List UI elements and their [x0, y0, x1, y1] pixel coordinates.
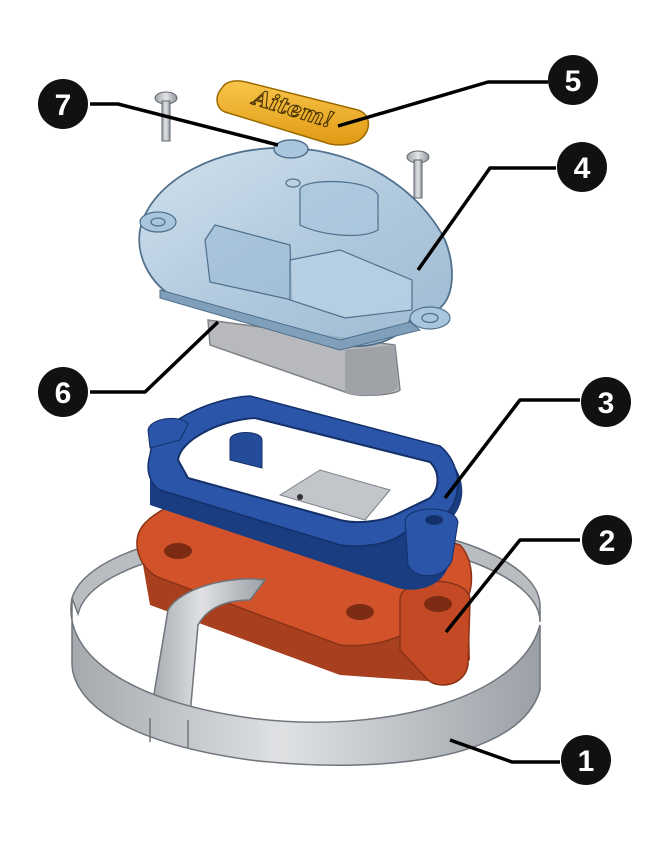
leader-lines [90, 80, 580, 764]
frame-pin [297, 494, 303, 500]
transparent-cover [138, 146, 453, 351]
leader-6 [90, 320, 220, 394]
cover-inner-box-right [289, 249, 413, 319]
cover-lug-left [139, 211, 177, 233]
module-side [345, 345, 398, 396]
button-cap [273, 139, 309, 159]
cover-lug-right-hole [421, 312, 439, 324]
button-cap-shape [273, 139, 309, 159]
frame-window-plate [278, 469, 391, 521]
screw-right [406, 150, 430, 199]
leader-7 [90, 102, 279, 147]
cover-top-box [299, 180, 379, 237]
callout-5: 5 [548, 55, 598, 105]
callout-7-label: 7 [55, 89, 72, 122]
screw-left [154, 91, 178, 142]
electronics-module [207, 319, 401, 397]
frame-hole-right [425, 515, 443, 525]
leader-1 [449, 738, 560, 764]
callout-3-circle [581, 377, 631, 427]
callout-4: 4 [557, 142, 607, 192]
callout-1: 1 [561, 735, 611, 785]
callout-3: 3 [581, 377, 631, 427]
cover-rim [159, 289, 422, 351]
callout-1-circle [561, 735, 611, 785]
callout-2-label: 2 [599, 525, 616, 558]
callout-4-circle [557, 142, 607, 192]
frame-post [229, 432, 263, 469]
screw-left-shank [161, 100, 171, 142]
frame [147, 395, 463, 590]
frame-lug-right [404, 508, 459, 577]
leader-4 [416, 166, 556, 272]
cover-hole-top [285, 178, 301, 188]
screw-right-shank [413, 159, 423, 199]
callout-7: 7 [38, 79, 88, 129]
callout-2-circle [582, 515, 632, 565]
leader-3 [443, 398, 580, 500]
callout-5-circle [548, 55, 598, 105]
callout-6: 6 [38, 367, 88, 417]
cover-shell [138, 146, 453, 348]
cover-lug-right [409, 306, 451, 330]
base-hole-right-2 [424, 596, 452, 612]
callout-3-label: 3 [598, 387, 615, 420]
callout-4-label: 4 [574, 152, 591, 185]
cover-lug-left-hole [150, 217, 166, 227]
elastic-band-front [70, 578, 541, 767]
callout-5-label: 5 [565, 65, 582, 98]
base-hole-right-1 [346, 604, 374, 620]
band-strap [149, 578, 267, 740]
name-label-plate [216, 80, 370, 146]
base-hole-left [164, 543, 192, 559]
callout-7-circle [38, 79, 88, 129]
callout-2: 2 [582, 515, 632, 565]
callout-1-label: 1 [578, 745, 595, 778]
leader-2 [444, 538, 580, 634]
callout-6-circle [38, 367, 88, 417]
frame-lug-left [147, 417, 189, 449]
leader-5 [337, 80, 548, 128]
callout-6-label: 6 [55, 377, 72, 410]
